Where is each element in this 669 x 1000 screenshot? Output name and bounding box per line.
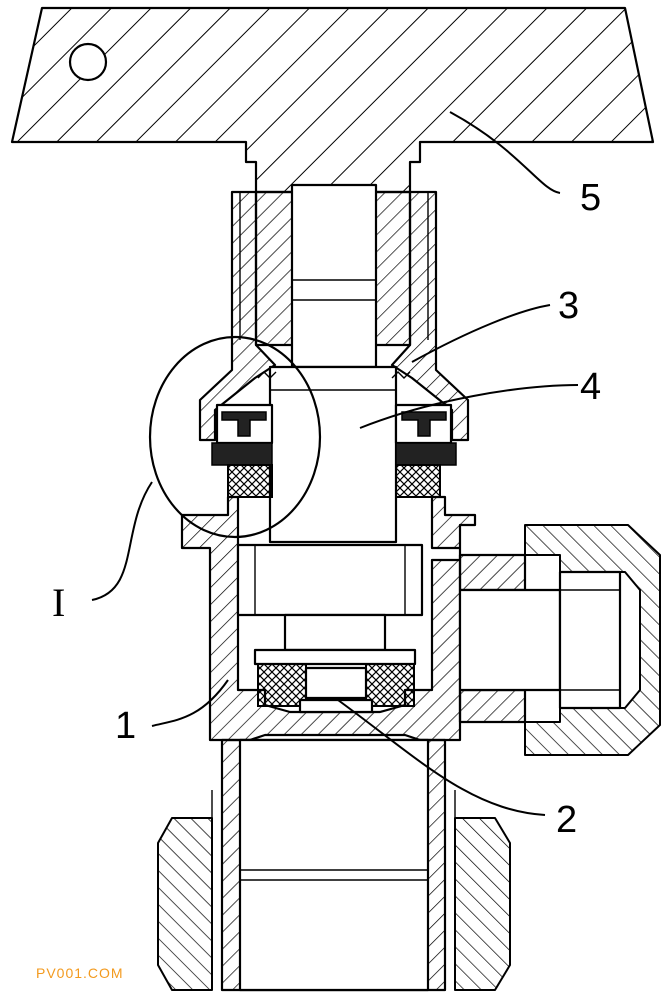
handle-part-5 (10, 6, 655, 369)
leader-1 (151, 679, 229, 727)
label-part-1: 1 (115, 705, 136, 747)
watermark-text: PV001.COM (36, 965, 124, 981)
leader-2 (337, 699, 546, 816)
leader-I (91, 481, 153, 601)
label-part-5: 5 (580, 177, 601, 219)
seal-packing (211, 371, 457, 498)
label-detail-I: I (52, 580, 65, 625)
side-outlet (458, 524, 661, 756)
label-part-4: 4 (580, 366, 601, 408)
label-part-3: 3 (558, 285, 579, 327)
valve-body-part-1 (180, 495, 477, 742)
leader-5 (449, 111, 561, 194)
leader-3 (411, 304, 551, 363)
inlet-connector (157, 738, 511, 992)
detail-circle (148, 335, 322, 539)
leader-4 (359, 384, 579, 429)
label-part-2: 2 (556, 799, 577, 841)
